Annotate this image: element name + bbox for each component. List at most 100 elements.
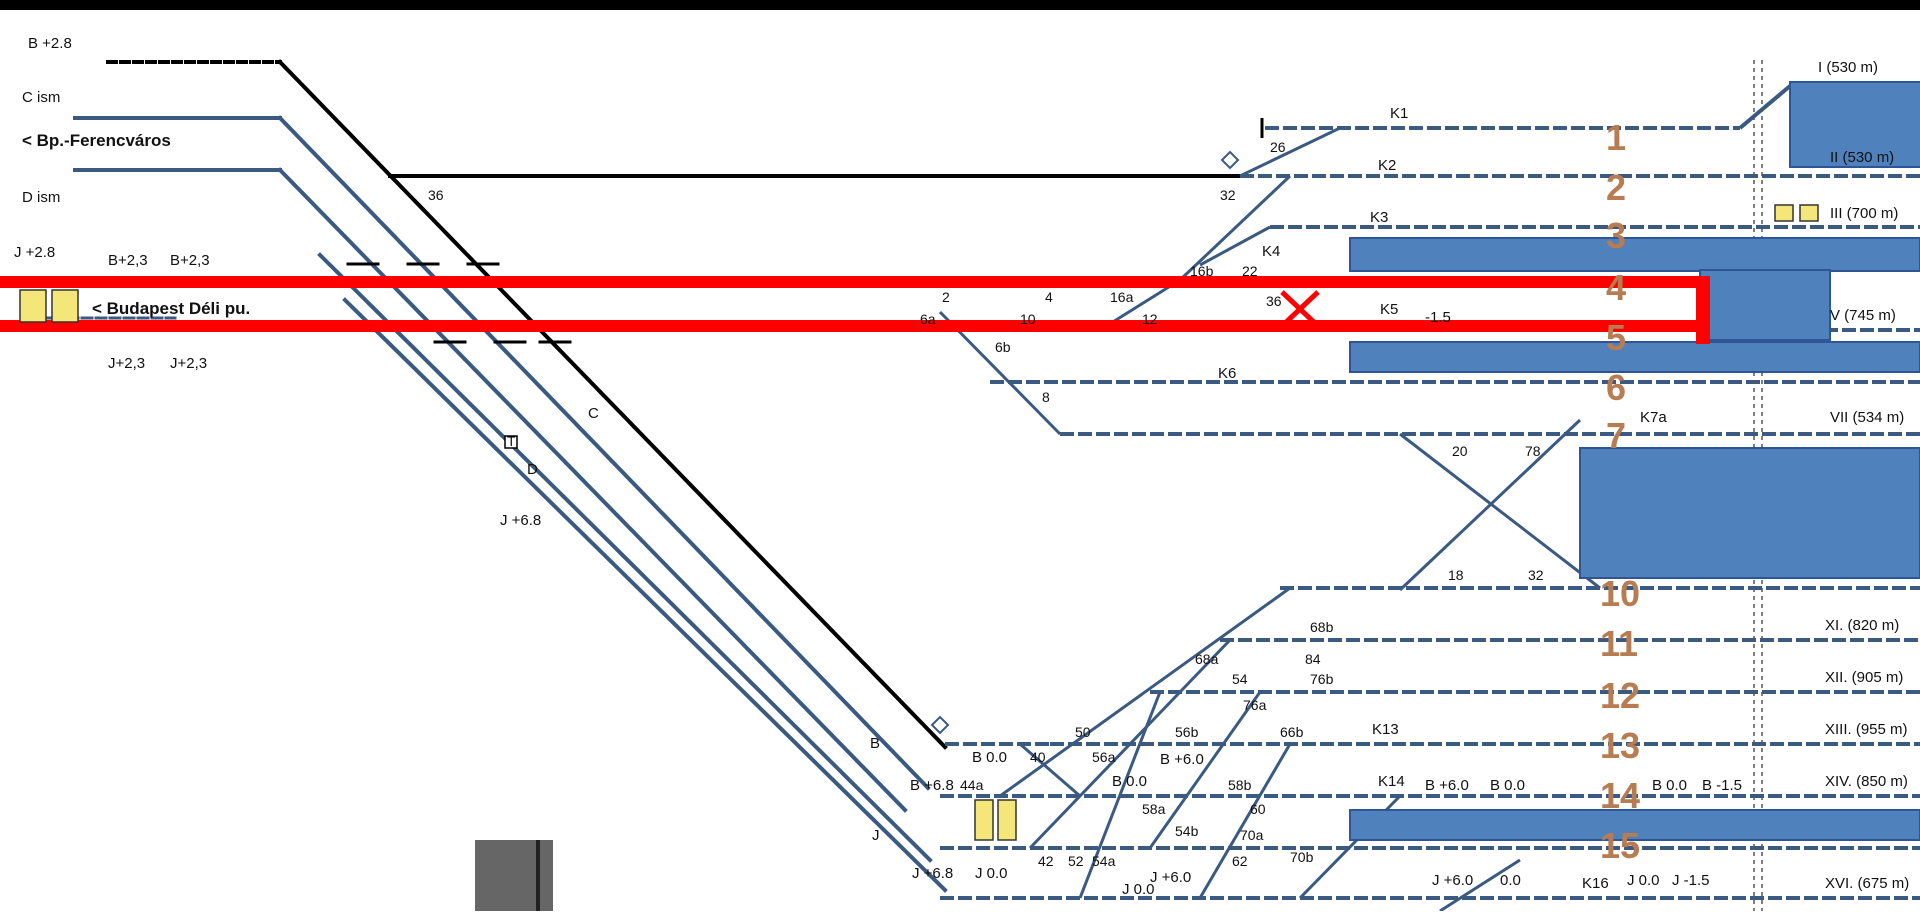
switch-label-36b: 36 [1266, 293, 1282, 309]
grey-block [475, 840, 553, 911]
highlight-end-bar [1696, 276, 1710, 344]
signal-k5: K5 [1380, 301, 1398, 318]
switch-label-68b: 68b [1310, 619, 1334, 635]
track-b-diagonal [277, 59, 948, 750]
switch-label-60: 60 [1250, 801, 1266, 817]
label-b00c: B 0.0 [1490, 777, 1525, 794]
switch-label-58b: 58b [1228, 777, 1252, 793]
track-label-iii: III (700 m) [1830, 205, 1898, 222]
switch-label-56b: 56b [1175, 724, 1199, 740]
switch-label-52: 52 [1068, 853, 1084, 869]
label-j00b: J 0.0 [1122, 881, 1155, 898]
switch-label-62: 62 [1232, 853, 1248, 869]
fan-3 [1078, 691, 1162, 899]
track-diag-1 [317, 252, 933, 863]
label-j00d: J 0.0 [1627, 872, 1660, 889]
platform-number-10: 10 [1600, 573, 1640, 614]
signal-box-icon-3 [974, 799, 994, 841]
label-d-ism: D ism [22, 189, 60, 206]
diamond-icon-1 [1220, 150, 1240, 170]
switch-26 [1239, 126, 1341, 178]
fan-4 [1148, 691, 1262, 849]
label-b-pair: B+2,3 [108, 252, 148, 269]
switch-label-18: 18 [1448, 567, 1464, 583]
signal-k2: K2 [1378, 157, 1396, 174]
highlight-overlay [0, 276, 1710, 344]
platform-number-3: 3 [1606, 215, 1626, 256]
signal-box-icon-5 [1774, 204, 1794, 222]
signal-k7a: K7a [1640, 409, 1667, 426]
left-track-group [38, 59, 1242, 893]
signal-k6: K6 [1218, 365, 1236, 382]
track-c-diagonal [277, 115, 933, 793]
switch-label-70a: 70a [1240, 827, 1264, 843]
switch-label-26: 26 [1270, 139, 1286, 155]
switch-label-50: 50 [1075, 724, 1091, 740]
switch-label-40: 40 [1030, 749, 1046, 765]
fan-7 [1019, 742, 1081, 798]
label-j00c: 0.0 [1500, 872, 1521, 889]
highlight-x-2 [1280, 290, 1320, 328]
switch-label-58a: 58a [1142, 801, 1166, 817]
platform-number-1: 1 [1606, 117, 1626, 158]
track-label-i: I (530 m) [1818, 59, 1878, 76]
switch-label-68a: 68a [1195, 651, 1219, 667]
track-label-v: V (745 m) [1830, 307, 1896, 324]
switch-label-54a: 54a [1092, 853, 1116, 869]
label-b00: B 0.0 [972, 749, 1007, 766]
platforms [1349, 81, 1920, 841]
track-diag-2 [342, 297, 948, 893]
platform-number-5: 5 [1606, 317, 1626, 358]
switch-label-12: 12 [1142, 311, 1158, 327]
switch-label-2: 2 [942, 289, 950, 305]
switch-label-32: 32 [1220, 187, 1236, 203]
label-j-68: J +6.8 [500, 512, 541, 529]
label-b68: B +6.8 [910, 777, 954, 794]
label-b00d: B 0.0 [1652, 777, 1687, 794]
platform-4-center [1699, 269, 1831, 341]
switch-label-70b: 70b [1290, 849, 1314, 865]
switch-label-76b: 76b [1310, 671, 1334, 687]
label-c-ism: C ism [22, 89, 60, 106]
switch-label-66b: 66b [1280, 724, 1304, 740]
fan-5 [1198, 743, 1292, 899]
track-d-diagonal [277, 167, 908, 813]
switch-label-4: 4 [1045, 289, 1053, 305]
signal-k4: K4 [1262, 243, 1280, 260]
fan-8 [1439, 858, 1521, 913]
label-j00: J 0.0 [975, 865, 1008, 882]
platform-5 [1349, 341, 1920, 373]
platform-number-7: 7 [1606, 415, 1626, 456]
switch-label-54b: 54b [1175, 823, 1199, 839]
label-ferencvaros: < Bp.-Ferencváros [22, 131, 171, 150]
switch-label-10: 10 [1020, 311, 1036, 327]
switch-label-54: 54 [1232, 671, 1248, 687]
track-label-vii: VII (534 m) [1830, 409, 1904, 426]
t-box-icon [504, 435, 518, 449]
switch-label-20: 20 [1452, 443, 1468, 459]
label-c: C [588, 405, 599, 422]
platform-3 [1349, 237, 1920, 272]
switch-label-32b: 32 [1528, 567, 1544, 583]
track-1-end [1738, 84, 1792, 130]
label-b60: B +6.0 [1160, 751, 1204, 768]
platform-number-6: 6 [1606, 367, 1626, 408]
signal-box-icon-4 [997, 799, 1017, 841]
switch-label-6a: 6a [920, 311, 936, 327]
label-d: D [527, 461, 538, 478]
label-bm15: B -1.5 [1702, 777, 1742, 794]
switch-label-56a: 56a [1092, 749, 1116, 765]
label-j68: J +6.8 [912, 865, 953, 882]
switch-label-22: 22 [1242, 263, 1258, 279]
switch-label-8: 8 [1042, 389, 1050, 405]
switch-32 [1178, 174, 1292, 282]
switch-78 [1398, 418, 1582, 592]
signal-k1: K1 [1390, 105, 1408, 122]
label-jm15: J -1.5 [1672, 872, 1710, 889]
label-j60b: J +6.0 [1432, 872, 1473, 889]
label-j60: J +6.0 [1150, 869, 1191, 886]
label-budapest-deli: < Budapest Déli pu. [92, 299, 250, 318]
label-b-pair2: B+2,3 [170, 252, 210, 269]
